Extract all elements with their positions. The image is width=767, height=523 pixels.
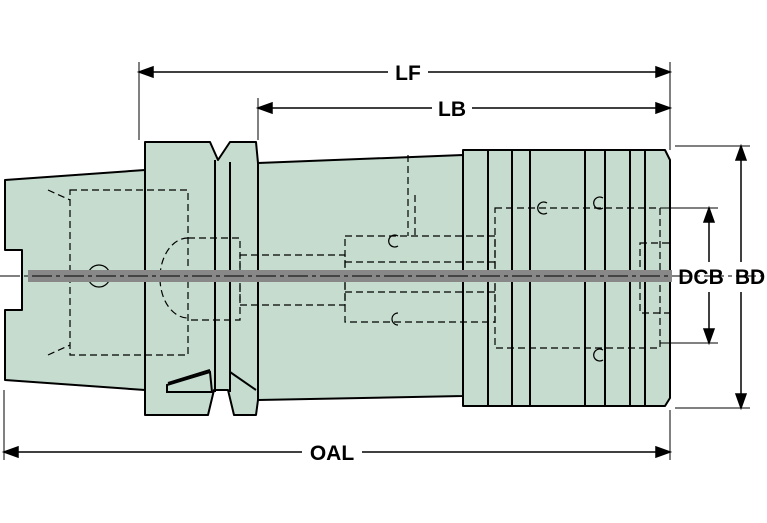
- dimension-label-oal: OAL: [310, 442, 355, 465]
- dimension-label-bd: BD: [735, 266, 765, 289]
- dimension-label-dcb: DCB: [678, 266, 724, 289]
- centerline-band: [28, 270, 672, 282]
- extension-lines: [3, 62, 750, 460]
- dimension-lines: [1, 65, 748, 459]
- dimension-label-lf: LF: [395, 62, 421, 85]
- dimension-label-lb: LB: [438, 98, 466, 121]
